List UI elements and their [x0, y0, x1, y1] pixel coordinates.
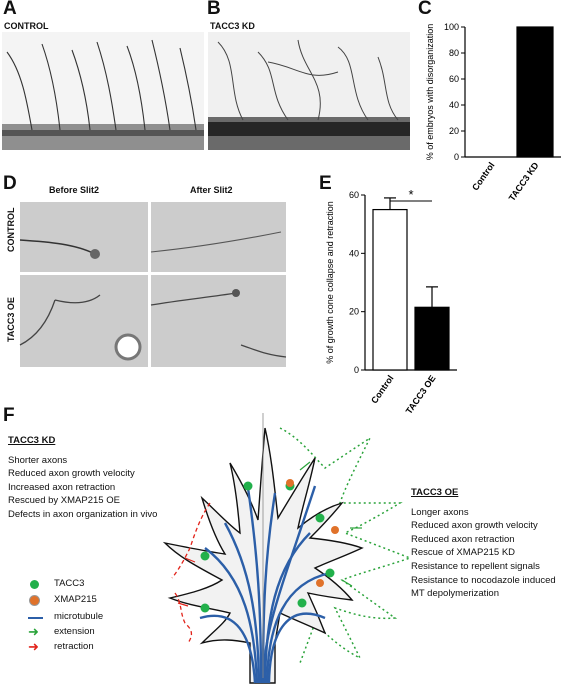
kd-text: TACC3 KD Shorter axons Reduced axon grow…: [8, 434, 157, 522]
kd-line: Increased axon retraction: [8, 481, 116, 493]
oe-line: Rescue of XMAP215 KD: [411, 547, 516, 559]
panel-b-micrograph: [208, 32, 410, 150]
panel-b-letter: B: [207, 0, 221, 19]
extension-arrows: [299, 461, 362, 587]
xmap215-markers: [286, 479, 339, 587]
green-arrow-icon: ➜: [28, 624, 39, 639]
panel-d-col1: Before Slit2: [49, 185, 100, 195]
legend-label: extension: [54, 626, 95, 637]
kd-line: Rescued by XMAP215 OE: [8, 495, 120, 507]
panel-c-letter: C: [418, 0, 432, 19]
category-label: TACC3 KD: [507, 160, 541, 203]
kd-line: Reduced axon growth velocity: [8, 468, 135, 480]
oe-heading: TACC3 OE: [411, 487, 459, 498]
y-tick-label: 20: [349, 307, 359, 317]
kd-line: Shorter axons: [8, 454, 68, 466]
kd-heading: TACC3 KD: [8, 435, 56, 446]
after-slit2-oe-image: [150, 275, 287, 367]
blue-line-icon: [28, 617, 43, 619]
y-axis-label: % of growth cone collapse and retraction: [325, 201, 335, 364]
oe-line: Longer axons: [411, 506, 469, 518]
y-tick-label: 80: [449, 48, 459, 58]
bar: [372, 208, 408, 371]
legend-label: TACC3: [54, 578, 85, 589]
oe-text: TACC3 OE Longer axons Reduced axon growt…: [411, 486, 556, 601]
panel-d-letter: D: [3, 173, 17, 194]
tacc3-kd-axons-image: [208, 39, 410, 150]
y-tick-label: 60: [449, 74, 459, 84]
panel-d-row2: TACC3 OE: [6, 297, 16, 342]
legend-label: XMAP215: [54, 594, 97, 605]
legend-label: microtubule: [54, 611, 104, 622]
retraction-arrows: [177, 557, 196, 607]
panel-a-letter: A: [3, 0, 17, 19]
before-slit2-oe-image: [19, 275, 148, 367]
panel-b-title: TACC3 KD: [210, 21, 255, 31]
bar: [516, 26, 554, 158]
bar: [414, 306, 450, 371]
panel-f-letter: F: [3, 405, 15, 426]
y-tick-label: 60: [349, 190, 359, 200]
before-slit2-control-image: [19, 202, 148, 272]
control-axons-image: [2, 39, 204, 150]
oe-line: Reduced axon growth velocity: [411, 520, 538, 532]
significance-star: *: [408, 187, 413, 202]
growth-cone-outline: [162, 427, 364, 684]
oe-line: Resistance to nocodazole induced: [411, 574, 556, 586]
legend-label: retraction: [54, 641, 94, 652]
after-slit2-control-image: [150, 202, 286, 272]
oe-line: Reduced axon retraction: [411, 533, 515, 545]
panel-a-micrograph: [2, 32, 204, 150]
panel-a-title: CONTROL: [4, 21, 49, 31]
y-tick-label: 40: [349, 248, 359, 258]
tacc3-markers: [200, 481, 335, 613]
y-tick-label: 0: [454, 152, 459, 162]
panel-e-letter: E: [319, 173, 332, 194]
red-arrow-icon: ➜: [28, 639, 39, 654]
y-tick-label: 40: [449, 100, 459, 110]
y-tick-label: 20: [449, 126, 459, 136]
microtubule-bundle: [199, 485, 331, 684]
category-label: Control: [369, 373, 396, 405]
y-axis-label: % of embryos with disorganization: [425, 24, 435, 161]
orange-dot-icon: [30, 596, 39, 605]
growth-cone-diagram: [162, 413, 413, 684]
kd-line: Defects in axon organization in vivo: [8, 508, 158, 520]
panel-d-row1: CONTROL: [6, 207, 16, 253]
panel-d-col2: After Slit2: [190, 185, 233, 195]
y-tick-label: 100: [444, 22, 459, 32]
oe-line: Resistance to repellent signals: [411, 560, 540, 572]
y-tick-label: 0: [354, 365, 359, 375]
green-dot-icon: [30, 580, 39, 589]
retraction-outline: [171, 502, 211, 644]
oe-line: MT depolymerization: [411, 588, 500, 600]
